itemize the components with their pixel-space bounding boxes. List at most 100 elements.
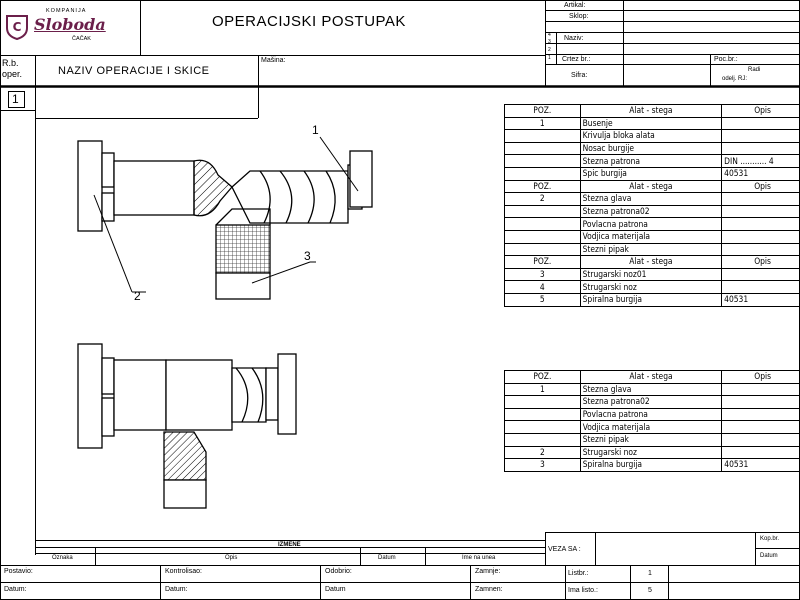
poz-cell	[504, 166, 581, 181]
poz-cell	[504, 242, 581, 257]
poz-cell	[504, 154, 581, 168]
field-odelj-label: odelj. RJ:	[722, 76, 748, 82]
field-poc-br-label: Poc.br.:	[714, 56, 738, 63]
poz-cell	[504, 407, 581, 422]
field-radi-label: Radi	[748, 67, 761, 73]
zamenjen-label: Zamnen:	[475, 586, 503, 593]
field-crtez-label: Crtez br.:	[562, 56, 591, 63]
field-sklop-label: Sklop:	[569, 13, 589, 20]
alat-cell: Busenje	[579, 116, 723, 131]
alat-cell: Povlacna patrona	[579, 217, 723, 231]
alat-cell: Alat - stega	[579, 255, 723, 269]
poz-cell	[504, 432, 581, 447]
datum2-label: Datum	[760, 553, 778, 559]
opis-cell	[721, 229, 800, 244]
alat-cell: Stezna glava	[579, 192, 723, 206]
company-logo-icon: C	[6, 15, 28, 40]
poz-cell: POZ.	[504, 370, 581, 384]
alat-cell: Vodjica materijala	[579, 420, 723, 434]
alat-cell: Strugarski noz	[579, 445, 723, 460]
ima-listova-value: 5	[648, 587, 652, 594]
rb-oper-label: R.b. oper.	[2, 58, 23, 79]
rev-number-3: 3	[548, 39, 551, 45]
table-row: Povlacna patrona	[504, 217, 800, 231]
opis-cell	[721, 420, 800, 434]
field-sifra-label: Sifra:	[571, 72, 588, 79]
operation-number: 1	[12, 92, 19, 106]
poz-cell	[504, 420, 581, 434]
opis-cell: Opis	[721, 255, 800, 269]
opis-cell	[721, 267, 800, 282]
document-title: OPERACIJSKI POSTUPAK	[212, 13, 406, 30]
callout-1: 1	[312, 123, 319, 137]
opis-cell	[721, 432, 800, 447]
alat-cell: Alat - stega	[579, 104, 723, 118]
alat-cell: Strugarski noz01	[579, 267, 723, 282]
opis-cell: DIN ........... 4	[721, 154, 800, 168]
opis-cell	[721, 242, 800, 257]
field-naziv-label: Naziv:	[564, 35, 584, 42]
poz-cell: POZ.	[504, 255, 581, 269]
alat-cell: Povlacna patrona	[579, 407, 723, 422]
naziv-operacije-heading: NAZIV OPERACIJE I SKICE	[58, 65, 210, 77]
postavio-datum-label: Datum:	[4, 586, 27, 593]
opis-cell	[721, 280, 800, 294]
opis-cell: Opis	[721, 179, 800, 194]
veza-sa-label: VEZA SA :	[548, 546, 581, 553]
poz-cell: 4	[504, 280, 581, 294]
alat-cell: Nosac burgije	[579, 141, 723, 156]
poz-cell	[504, 204, 581, 219]
opis-cell	[721, 129, 800, 143]
poz-cell: 1	[504, 116, 581, 131]
opis-label: Opis	[225, 555, 238, 561]
company-small-label: KOMPANIJA	[46, 8, 87, 14]
table-row: Vodjica materijala	[504, 229, 800, 244]
alat-cell: Krivulja bloka alata	[579, 129, 723, 143]
opis-cell: 40531	[721, 166, 800, 181]
table-row: Nosac burgije	[504, 141, 800, 156]
svg-text:C: C	[13, 20, 22, 34]
kontrolisao-datum-label: Datum:	[165, 586, 188, 593]
kontrolisao-label: Kontrolisao:	[165, 568, 202, 575]
alat-cell: Alat - stega	[579, 370, 723, 384]
alat-cell: Stezni pipak	[579, 432, 723, 447]
ime-label: Ime na unea	[462, 555, 496, 561]
opis-cell	[721, 445, 800, 460]
alat-cell: Spiralna burgija	[579, 292, 723, 307]
poz-cell: POZ.	[504, 179, 581, 194]
poz-cell	[504, 217, 581, 231]
field-artikal-label: Artikal:	[564, 2, 586, 9]
odobrio-datum-label: Datum	[325, 586, 346, 593]
sketch-drilling: 1 2 3	[77, 123, 373, 303]
zamenjuje-label: Zamnje:	[475, 568, 501, 575]
opis-cell: Opis	[721, 104, 800, 118]
alat-cell: Alat - stega	[579, 179, 723, 194]
opis-cell	[721, 204, 800, 219]
table-row: Stezni pipak	[504, 242, 800, 257]
list-br-label: Listbr.:	[568, 570, 589, 577]
company-name: Slobodа	[34, 15, 106, 34]
callout-2: 2	[134, 289, 141, 303]
opis-cell	[721, 217, 800, 231]
poz-cell: POZ.	[504, 104, 581, 118]
opis-cell	[721, 382, 800, 397]
alat-cell: Stezni pipak	[579, 242, 723, 257]
rev-number-1: 1	[548, 55, 551, 61]
alat-cell: Strugarski noz	[579, 280, 723, 294]
postavio-label: Postavio:	[4, 568, 33, 575]
sketch-turning	[77, 343, 297, 509]
opis-cell	[721, 116, 800, 131]
callout-3: 3	[304, 249, 311, 263]
oznaka-label: Oznaka	[52, 555, 73, 561]
rev-number-4: 4	[548, 32, 551, 38]
opis-cell: 40531	[721, 292, 800, 307]
